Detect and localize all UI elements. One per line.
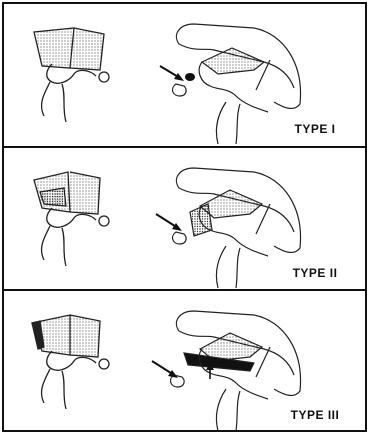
type-label: TYPE II — [265, 266, 365, 280]
arrow-icon — [152, 361, 178, 378]
panel-type-1: TYPE I — [4, 4, 365, 146]
figure: TYPE I — [2, 2, 367, 432]
panel-type-3: TYPE III — [4, 289, 365, 432]
panel-type-2: TYPE II — [4, 146, 365, 289]
arrow-icon — [156, 214, 182, 231]
type-label: TYPE III — [265, 408, 365, 422]
type-label: TYPE I — [265, 122, 365, 136]
arrow-icon — [160, 66, 195, 81]
anterior-view-drawing — [34, 172, 109, 266]
anterior-view-drawing — [34, 28, 109, 122]
anterior-view-drawing — [32, 315, 109, 409]
